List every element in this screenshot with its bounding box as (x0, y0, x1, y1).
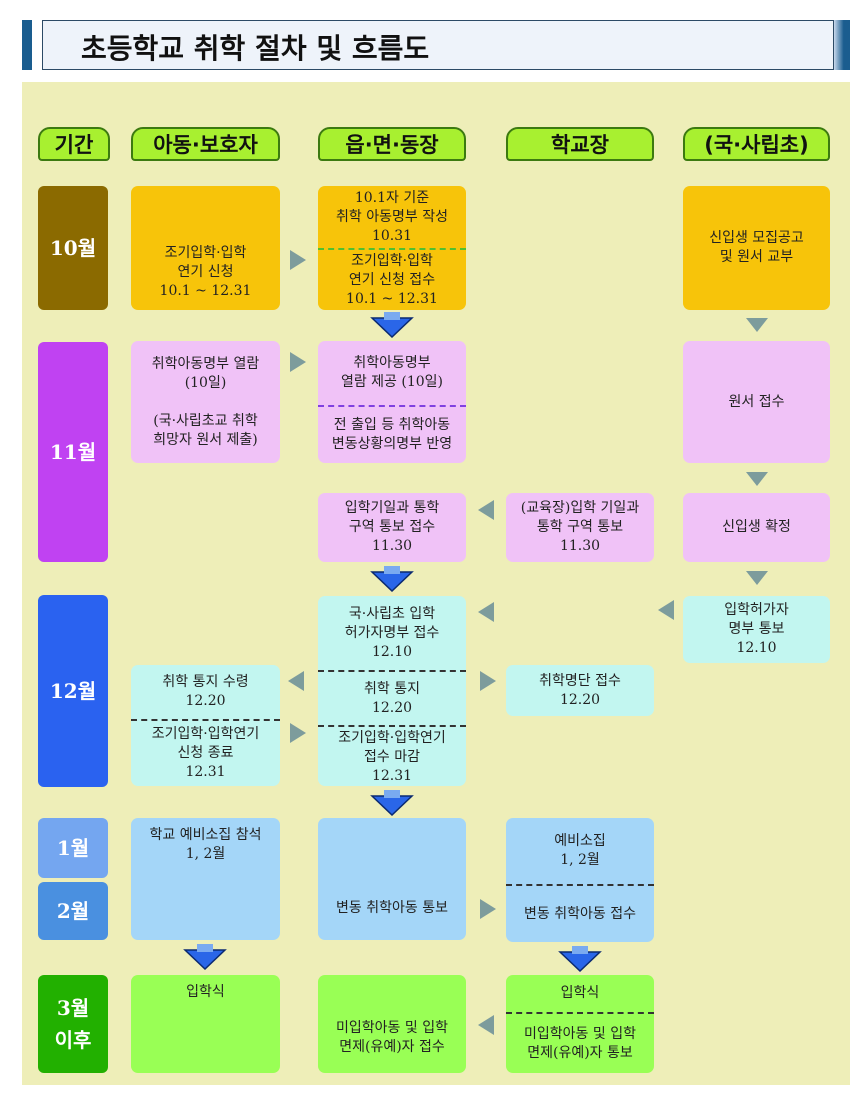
arrow-left-icon (478, 500, 494, 520)
month-dec: 12월 (38, 595, 108, 787)
box-text: 조기입학·입학 연기 신청 접수 10.1 ~ 12.31 (318, 248, 466, 311)
arrow-down-icon (746, 318, 768, 332)
title-accent-right (834, 20, 850, 70)
arrow-right-icon (290, 723, 306, 743)
header-parent: 아동·보호자 (131, 127, 280, 161)
arrow-right-icon (290, 250, 306, 270)
box-text: 입학식 (186, 984, 225, 1000)
box-nov-office-notice: 입학기일과 통학 구역 통보 접수 11.30 (318, 493, 466, 562)
box-janfeb-office: 변동 취학아동 통보 (318, 818, 466, 940)
box-text: 국·사립초 입학 허가자명부 접수 12.10 (344, 605, 440, 660)
blue-arrow-down-icon (183, 944, 227, 970)
arrow-right-icon (480, 899, 496, 919)
box-text: 원서 접수 (728, 393, 785, 410)
box-text: (교육장)입학 기일과 통학 구역 통보 11.30 (520, 500, 640, 554)
box-text: 신입생 확정 (722, 519, 791, 535)
box-dec-school: 취학명단 접수 12.20 (506, 665, 654, 716)
box-nov-office: 취학아동명부 열람 제공 (10일) 전 출입 등 취학아동 변동상황의명부 반영 (318, 341, 466, 463)
box-dec-private: 입학허가자 명부 통보 12.10 (683, 596, 830, 663)
blue-arrow-down-icon (558, 946, 602, 972)
box-text: 10.1자 기준 취학 아동명부 작성 10.31 (336, 189, 448, 244)
box-text: 전 출입 등 취학아동 변동상황의명부 반영 (318, 405, 466, 463)
box-text: 예비소집 1, 2월 (554, 833, 606, 868)
box-dec-parent: 취학 통지 수령 12.20 조기입학·입학연기 신청 종료 12.31 (131, 665, 280, 786)
box-text: 학교 예비소집 참석 1, 2월 (149, 827, 262, 862)
month-mar: 3월 이후 (38, 975, 108, 1073)
box-nov-private-confirm: 신입생 확정 (683, 493, 830, 562)
box-text: 변동 취학아동 접수 (506, 884, 654, 942)
box-nov-school: (교육장)입학 기일과 통학 구역 통보 11.30 (506, 493, 654, 562)
arrow-down-icon (746, 571, 768, 585)
arrow-down-icon (746, 472, 768, 486)
title-bar: 초등학교 취학 절차 및 흐름도 (22, 20, 850, 70)
blue-arrow-down-icon (370, 790, 414, 816)
arrow-left-icon (478, 1015, 494, 1035)
box-nov-private-apply: 원서 접수 (683, 341, 830, 463)
box-text: 취학아동명부 열람 (10일) (국·사립초교 취학 희망자 원서 제출) (151, 355, 260, 448)
header-school: 학교장 (506, 127, 654, 161)
box-mar-parent: 입학식 (131, 975, 280, 1073)
box-text: 취학명단 접수 12.20 (539, 672, 621, 708)
arrow-right-icon (290, 352, 306, 372)
month-nov: 11월 (38, 342, 108, 562)
arrow-left-icon (288, 671, 304, 691)
header-private: (국·사립초) (683, 127, 830, 161)
box-text: 취학 통지 수령 12.20 (162, 674, 249, 709)
box-text: 조기입학·입학 연기 신청 10.1 ~ 12.31 (159, 244, 252, 299)
title-accent-left (22, 20, 32, 70)
header-office: 읍·면·동장 (318, 127, 466, 161)
month-oct: 10월 (38, 186, 108, 310)
box-text: 신입생 모집공고 및 원서 교부 (709, 230, 804, 265)
blue-arrow-down-icon (370, 566, 414, 592)
box-text: 변동 취학아동 통보 (336, 899, 448, 916)
box-text: 미입학아동 및 입학 면제(유예)자 접수 (336, 1020, 448, 1055)
box-text: 입학허가자 명부 통보 12.10 (724, 602, 789, 656)
arrow-right-icon (480, 671, 496, 691)
box-mar-office: 미입학아동 및 입학 면제(유예)자 접수 (318, 975, 466, 1073)
box-nov-parent: 취학아동명부 열람 (10일) (국·사립초교 취학 희망자 원서 제출) (131, 341, 280, 463)
arrow-left-icon (658, 600, 674, 620)
header-period: 기간 (38, 127, 110, 161)
box-text: 미입학아동 및 입학 면제(유예)자 통보 (506, 1012, 654, 1073)
blue-arrow-down-icon (370, 312, 414, 338)
page-title: 초등학교 취학 절차 및 흐름도 (81, 32, 430, 65)
box-text: 취학아동명부 열람 제공 (10일) (340, 355, 444, 390)
title-box: 초등학교 취학 절차 및 흐름도 (42, 20, 834, 70)
box-text: 취학 통지 12.20 (318, 670, 466, 725)
box-text: 조기입학·입학연기 신청 종료 12.31 (131, 719, 280, 786)
month-feb: 2월 (38, 882, 108, 940)
month-jan: 1월 (38, 818, 108, 878)
box-janfeb-parent: 학교 예비소집 참석 1, 2월 (131, 818, 280, 940)
box-oct-private: 신입생 모집공고 및 원서 교부 (683, 186, 830, 310)
box-oct-parent: 조기입학·입학 연기 신청 10.1 ~ 12.31 (131, 186, 280, 310)
box-text: 입학기일과 통학 구역 통보 접수 11.30 (344, 500, 440, 554)
arrow-left-icon (478, 602, 494, 622)
box-text: 입학식 (560, 985, 600, 1001)
box-text: 조기입학·입학연기 접수 마감 12.31 (318, 725, 466, 788)
